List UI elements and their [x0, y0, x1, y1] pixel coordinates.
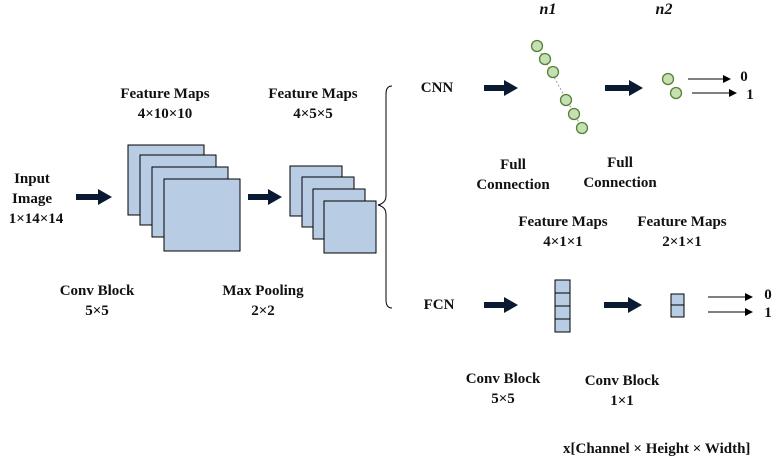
input-dims: 1×14×14	[8, 211, 64, 227]
input-label-2: Image	[12, 191, 52, 207]
feature-maps-1-title: Feature Maps	[120, 86, 210, 102]
fcn-conv-block-b-title: Conv Block	[584, 373, 660, 389]
fcn-feature-maps-b-dims: 2×1×1	[662, 234, 702, 250]
full-connection-2-line2: Connection	[583, 175, 657, 191]
fcn-column-4	[554, 279, 571, 333]
feature-maps-1-dims: 4×10×10	[137, 106, 193, 122]
fcn-output-1: 1	[764, 305, 772, 321]
n2-nodes	[661, 72, 683, 100]
conv-block-1-title: Conv Block	[59, 283, 135, 299]
fcn-output-0: 0	[764, 287, 772, 303]
fcn-feature-maps-a-title: Feature Maps	[518, 214, 608, 230]
fcn-label: FCN	[423, 297, 455, 313]
feature-maps-stack-2	[289, 165, 377, 254]
branch-brace	[377, 85, 393, 309]
max-pooling-size: 2×2	[251, 303, 275, 319]
full-connection-2-line1: Full	[607, 155, 633, 171]
conv-block-1-size: 5×5	[85, 303, 109, 319]
cnn-output-0: 0	[740, 69, 748, 85]
fcn-conv-block-a-title: Conv Block	[465, 371, 541, 387]
full-connection-1-line2: Connection	[476, 177, 550, 193]
fcn-column-2	[670, 293, 685, 318]
n2-label: n2	[655, 1, 673, 18]
arrow-n1-to-n2	[605, 80, 643, 96]
input-label-1: Input	[14, 171, 50, 187]
max-pooling-title: Max Pooling	[222, 283, 304, 299]
arrow-input-to-conv	[76, 189, 112, 205]
dimension-legend: x[Channel × Height × Width]	[563, 441, 751, 457]
feature-maps-2-dims: 4×5×5	[293, 106, 333, 122]
n1-nodes	[530, 39, 589, 135]
fcn-conv-block-b-size: 1×1	[610, 393, 634, 409]
fcn-feature-maps-b-title: Feature Maps	[637, 214, 727, 230]
full-connection-1-line1: Full	[500, 157, 526, 173]
feature-maps-stack-1	[127, 144, 241, 252]
arrow-conv-to-pool	[248, 189, 282, 205]
fcn-feature-maps-a-dims: 4×1×1	[543, 234, 583, 250]
arrow-fcn-mid	[604, 297, 642, 313]
fcn-conv-block-a-size: 5×5	[491, 391, 515, 407]
feature-maps-2-title: Feature Maps	[268, 86, 358, 102]
arrow-cnn	[484, 80, 518, 96]
n1-label: n1	[539, 1, 557, 18]
arrow-fcn	[484, 297, 518, 313]
cnn-output-1: 1	[746, 87, 754, 103]
cnn-label: CNN	[420, 80, 454, 96]
